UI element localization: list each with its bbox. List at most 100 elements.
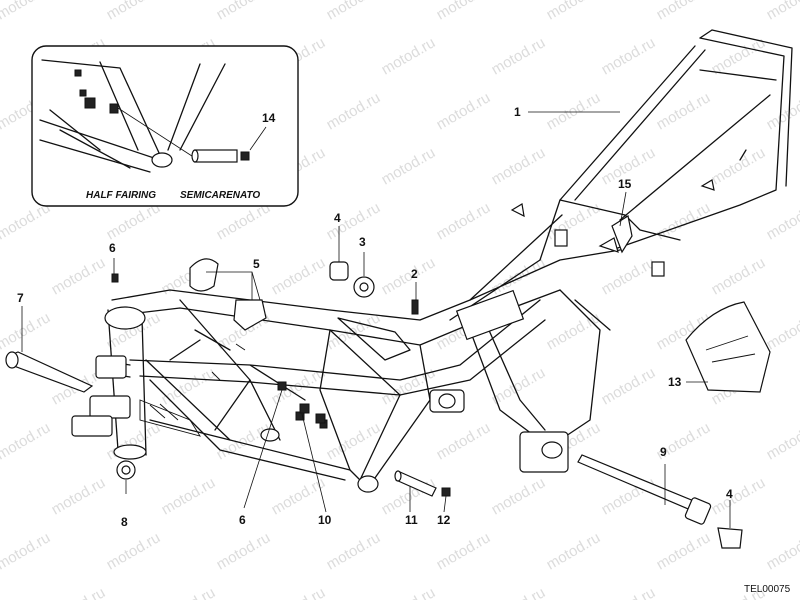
- callout-5: 5: [253, 257, 260, 271]
- part-11-spacer: [394, 470, 437, 497]
- part-3-4-bushes: [329, 261, 375, 298]
- watermark-text: motod.ru: [49, 254, 109, 298]
- part-10-bushes: [299, 403, 326, 424]
- watermark-text: motod.ru: [764, 529, 800, 573]
- rear-subframe: [449, 29, 793, 321]
- inset-bracket-lead: [117, 107, 196, 159]
- watermark-text: motod.ru: [104, 0, 164, 23]
- watermark-text: motod.ru: [764, 419, 800, 463]
- watermark-text: motod.ru: [214, 0, 274, 23]
- inset-bolt-top: [74, 69, 82, 77]
- watermark-text: motod.ru: [49, 584, 109, 600]
- inset-tube-far: [179, 63, 226, 151]
- callout-10: 10: [318, 513, 332, 527]
- lower-tube-end: [357, 475, 379, 493]
- part-2-bolt: [411, 299, 419, 315]
- watermark-text: motod.ru: [269, 474, 329, 518]
- watermark-text: motod.ru: [379, 144, 439, 188]
- part-7-long-bolt: [5, 351, 94, 393]
- watermark-text: motod.ru: [324, 419, 384, 463]
- watermark-text: motod.ru: [324, 89, 384, 133]
- watermark-text: motod.ru: [434, 0, 494, 23]
- watermark-text: motod.ru: [379, 254, 439, 298]
- watermark-text: motod.ru: [159, 474, 219, 518]
- inset-tube-end: [151, 152, 173, 168]
- inset-lower-rail: [39, 119, 161, 173]
- part-8-grommet: [116, 460, 136, 480]
- subframe-bracket: [554, 229, 568, 247]
- drawing-code: TEL00075: [744, 584, 791, 595]
- callout-13: 13: [668, 375, 682, 389]
- watermark-text: motod.ru: [0, 0, 53, 23]
- watermark-text: motod.ru: [654, 199, 714, 243]
- inset-bracket: [84, 97, 96, 109]
- callout-4-bottom: 4: [726, 487, 733, 501]
- callout-4-top: 4: [334, 211, 341, 225]
- watermark-text: motod.ru: [379, 584, 439, 600]
- callout-2: 2: [411, 267, 418, 281]
- watermark-text: motod.ru: [104, 529, 164, 573]
- watermark-text: motod.ru: [544, 529, 604, 573]
- inset-spacer-14: [191, 149, 250, 163]
- callout-12: 12: [437, 513, 451, 527]
- watermark-text: motod.ru: [434, 419, 494, 463]
- watermark-text: motod.ru: [324, 529, 384, 573]
- rear-clip-a: [510, 203, 525, 218]
- crossmember-plate: [455, 289, 525, 341]
- callout-labels: 1 2 3 4 5 6 6 7 8 9 10 11 12 13 15 4: [17, 105, 733, 529]
- steering-head: [104, 306, 147, 460]
- watermark-text: motod.ru: [489, 584, 549, 600]
- watermark-text: motod.ru: [764, 199, 800, 243]
- main-upper-rails: [111, 249, 621, 441]
- main-frame-assembly: [5, 29, 793, 549]
- inset-tube-right: [167, 63, 201, 151]
- watermark-text: motod.ru: [544, 0, 604, 23]
- watermark-text: motod.ru: [709, 144, 769, 188]
- subframe-bracket-b: [651, 261, 665, 277]
- watermark-text: motod.ru: [0, 419, 53, 463]
- half-fairing-inset: 14 HALF FAIRING SEMICARENATO: [31, 45, 299, 207]
- part-12-bolt: [441, 487, 451, 497]
- engine-mount-block-b: [89, 395, 131, 419]
- watermark-text: motod.ru: [214, 419, 274, 463]
- watermark-text: motod.ru: [159, 364, 219, 408]
- watermark-text: motod.ru: [324, 0, 384, 23]
- inset-bracket-b: [109, 103, 119, 114]
- watermark-text: motod.ru: [489, 474, 549, 518]
- callout-14: 14: [262, 111, 276, 125]
- inset-frame: [31, 45, 299, 207]
- inset-bolt-mid: [79, 89, 87, 97]
- leader-lines: [21, 111, 731, 528]
- watermark-text: motod.ru: [0, 309, 53, 353]
- inset-diagonal-a: [49, 109, 131, 169]
- part-4-cap: [717, 527, 743, 549]
- inset-tube-mid: [99, 61, 139, 151]
- watermark-text: motod.ru: [709, 474, 769, 518]
- callout-6-bottom: 6: [239, 513, 246, 527]
- part-13-heat-shield: [685, 301, 771, 393]
- inset-caption-it: SEMICARENATO: [180, 190, 260, 201]
- watermark-text: motod.ru: [654, 89, 714, 133]
- watermark-text: motod.ru: [489, 34, 549, 78]
- watermark-text: motod.ru: [764, 309, 800, 353]
- watermark-text: motod.ru: [599, 254, 659, 298]
- watermark-text: motod.ru: [709, 254, 769, 298]
- watermark-text: motod.ru: [654, 0, 714, 23]
- lower-triangulation: [71, 299, 569, 493]
- watermark-text: motod.ru: [599, 34, 659, 78]
- part-5-rubber-bushes: [189, 258, 267, 331]
- callout-6-top: 6: [109, 241, 116, 255]
- watermark-text: motod.ru: [324, 199, 384, 243]
- watermark-text: motod.ru: [159, 584, 219, 600]
- watermark-text: motod.ru: [764, 0, 800, 23]
- callout-15: 15: [618, 177, 632, 191]
- callout-8: 8: [121, 515, 128, 529]
- watermark-text: motod.ru: [379, 34, 439, 78]
- watermark-text: motod.ru: [49, 474, 109, 518]
- rear-clip-b: [700, 179, 715, 191]
- watermark-text: motod.ru: [434, 199, 494, 243]
- watermark-text: motod.ru: [654, 529, 714, 573]
- inset-caption-en: HALF FAIRING: [86, 190, 156, 201]
- watermark-text: motod.ru: [434, 89, 494, 133]
